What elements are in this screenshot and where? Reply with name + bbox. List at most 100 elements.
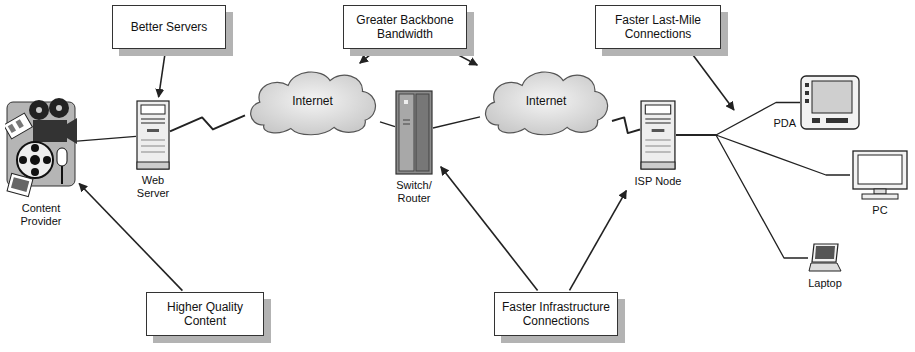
icon-detail bbox=[57, 148, 67, 166]
icon-detail bbox=[812, 118, 820, 123]
callout-box: Higher Quality Content bbox=[146, 292, 264, 336]
callout-arrow bbox=[570, 191, 627, 291]
icon-detail bbox=[403, 124, 410, 125]
icon-drawing bbox=[640, 100, 676, 170]
leader-arrow bbox=[690, 51, 734, 110]
node-label: PC bbox=[860, 204, 900, 217]
icon-detail bbox=[862, 194, 898, 199]
icon-detail bbox=[812, 81, 852, 113]
wire bbox=[433, 117, 480, 128]
node-label: Web Server bbox=[130, 174, 176, 200]
callout-text: Higher Quality Content bbox=[153, 300, 257, 328]
icon-detail bbox=[399, 94, 414, 171]
icon-detail bbox=[49, 98, 69, 118]
icon-detail bbox=[403, 120, 410, 121]
icon-detail bbox=[36, 107, 42, 113]
callout-box: Faster Last-Mile Connections bbox=[595, 5, 721, 49]
content-provider-icon: Content Provider bbox=[5, 88, 77, 200]
node-label: Internet bbox=[292, 94, 333, 108]
icon-detail bbox=[874, 189, 886, 194]
wire bbox=[676, 135, 850, 175]
icon-detail bbox=[137, 101, 169, 169]
icon-detail bbox=[141, 119, 165, 120]
icon-detail bbox=[30, 155, 40, 165]
icon-detail bbox=[652, 129, 665, 132]
icon-detail bbox=[137, 162, 169, 169]
icon-detail bbox=[809, 263, 841, 271]
icon-detail bbox=[33, 120, 67, 142]
icon-detail bbox=[815, 246, 835, 259]
icon-detail bbox=[641, 101, 675, 169]
icon-detail bbox=[31, 144, 39, 152]
icon-drawing bbox=[136, 100, 170, 170]
wire bbox=[676, 103, 800, 136]
pc-icon: PC bbox=[850, 150, 910, 200]
node-label: Internet bbox=[526, 94, 567, 108]
node-label: Laptop bbox=[794, 277, 856, 290]
icon-detail bbox=[17, 142, 53, 178]
network-link bbox=[170, 115, 245, 131]
icon-detail bbox=[826, 118, 848, 123]
callout-text: Faster Last-Mile Connections bbox=[602, 13, 714, 41]
icon-detail bbox=[396, 91, 432, 174]
icon-detail bbox=[31, 168, 39, 176]
callout-text: Greater Backbone Bandwidth bbox=[350, 13, 460, 41]
icon-detail bbox=[5, 113, 32, 139]
icon-detail bbox=[858, 155, 902, 184]
internet-cloud: Internet bbox=[245, 65, 380, 137]
icon-detail bbox=[805, 83, 809, 87]
callout-arrow bbox=[79, 184, 182, 291]
icon-detail bbox=[141, 105, 165, 114]
wire bbox=[380, 122, 395, 127]
network-link bbox=[612, 117, 640, 133]
laptop-icon: Laptop bbox=[808, 243, 842, 273]
icon-detail bbox=[812, 244, 838, 262]
icon-detail bbox=[29, 100, 49, 120]
icon-detail bbox=[486, 72, 608, 135]
icon-detail bbox=[645, 140, 670, 141]
icon-detail bbox=[645, 123, 670, 124]
icon-detail bbox=[805, 99, 809, 103]
icon-detail bbox=[404, 100, 408, 104]
icon-detail bbox=[56, 105, 62, 111]
icon-detail bbox=[7, 173, 33, 196]
callout-text: Better Servers bbox=[131, 20, 208, 34]
icon-detail bbox=[853, 151, 907, 189]
callout-arrow bbox=[159, 51, 166, 97]
icon-detail bbox=[11, 177, 29, 192]
node-label: Content Provider bbox=[7, 202, 75, 228]
node-label: PDA bbox=[762, 117, 796, 130]
callout-box: Faster Infrastructure Connections bbox=[494, 292, 618, 336]
icon-detail bbox=[251, 72, 376, 135]
icon-detail bbox=[416, 94, 429, 171]
callout-arrow bbox=[360, 50, 376, 63]
callout-box: Better Servers bbox=[112, 5, 226, 49]
callout-arrow bbox=[441, 167, 538, 291]
icon-detail bbox=[645, 146, 670, 147]
wire bbox=[77, 136, 136, 141]
icon-drawing bbox=[850, 150, 910, 200]
icon-detail bbox=[141, 152, 165, 153]
icon-detail bbox=[61, 166, 63, 184]
node-label: ISP Node bbox=[618, 175, 698, 188]
icon-detail bbox=[805, 91, 809, 95]
icon-detail bbox=[141, 123, 165, 124]
icon-detail bbox=[645, 105, 670, 114]
wire bbox=[676, 135, 808, 258]
callout-text: Faster Infrastructure Connections bbox=[501, 300, 611, 328]
icon-detail bbox=[43, 156, 51, 164]
pda-icon: PDA bbox=[800, 75, 860, 130]
node-label: Switch/ Router bbox=[389, 179, 439, 205]
icon-drawing bbox=[5, 88, 77, 200]
icon-drawing bbox=[395, 90, 433, 175]
icon-detail bbox=[641, 162, 675, 169]
callout-arrow bbox=[449, 50, 478, 65]
icon-detail bbox=[147, 129, 159, 132]
icon-detail bbox=[141, 140, 165, 141]
icon-drawing bbox=[808, 243, 842, 273]
icon-drawing bbox=[800, 75, 860, 130]
switch-router-icon: Switch/ Router bbox=[395, 90, 433, 175]
